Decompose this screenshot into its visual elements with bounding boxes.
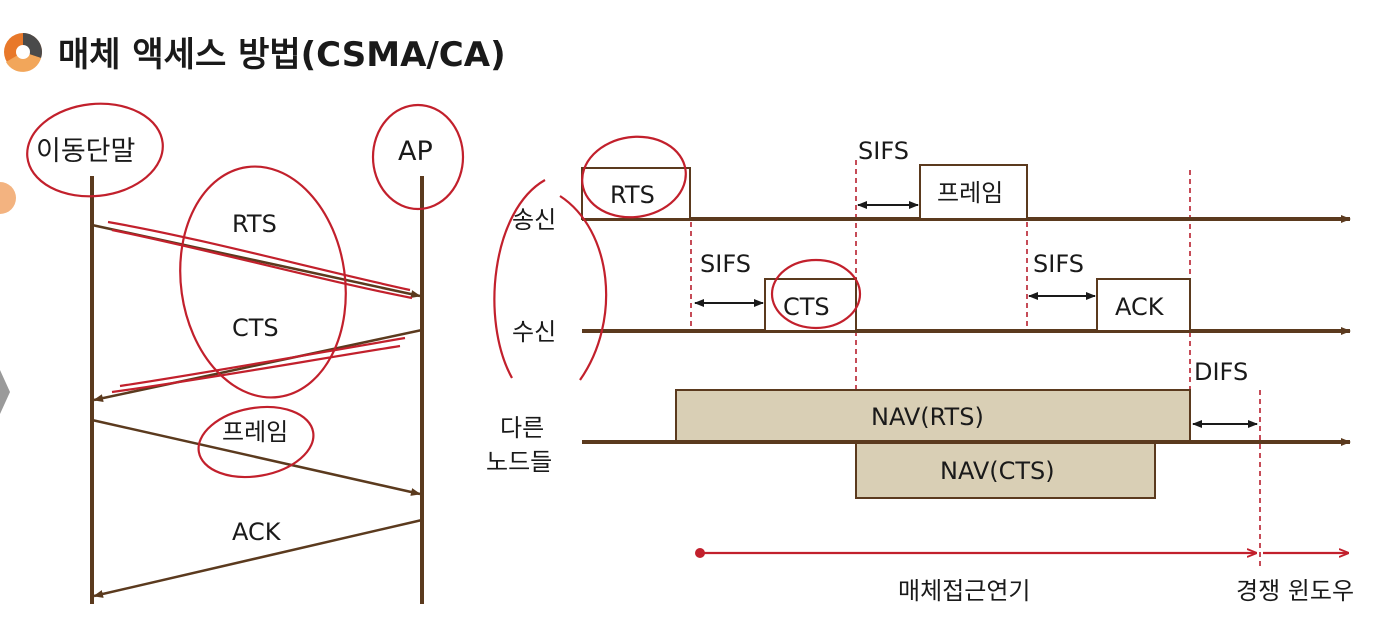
ack-message-arrow	[93, 518, 423, 598]
annotation-stroke-rts-1	[107, 220, 411, 292]
data-frame-label: 프레임	[937, 179, 1003, 207]
sifs-label-1: SIFS	[858, 137, 909, 165]
row-label-receiver: 수신	[512, 318, 556, 346]
annotation-circle-rts-box	[581, 135, 687, 219]
annotation-circle-rts-cts	[179, 165, 347, 399]
node-ap-label: AP	[398, 136, 433, 167]
sifs-label-2: SIFS	[700, 250, 751, 278]
nav-cts-box	[855, 441, 1156, 499]
nav-rts-label: NAV(RTS)	[871, 403, 984, 431]
rts-message-label: RTS	[232, 210, 277, 238]
difs-label: DIFS	[1194, 358, 1248, 386]
sifs-label-3: SIFS	[1033, 250, 1084, 278]
cts-message-arrow	[93, 328, 423, 403]
annotation-brace-rows-right	[559, 195, 608, 381]
ack-frame-label: ACK	[1115, 293, 1165, 321]
row-label-others-1: 다른	[500, 414, 544, 442]
annotation-brace-rows-left	[493, 179, 546, 379]
access-delay-label: 매체접근연기	[898, 577, 1030, 605]
nav-rts-box	[675, 389, 1191, 443]
left-sequence-diagram: 이동단말 AP RTS CTS 프레임 ACK	[36, 136, 433, 604]
rts-frame-label: RTS	[610, 181, 655, 209]
annotation-circle-ap	[371, 103, 465, 211]
data-frame-box	[919, 164, 1028, 220]
red-annotations	[26, 102, 862, 479]
ack-frame-box	[1096, 278, 1191, 332]
annotation-stroke-cts-2	[111, 344, 401, 394]
annotation-circle-mobile	[26, 102, 164, 198]
row-label-sender: 송신	[512, 206, 556, 234]
annotation-circle-frame	[197, 405, 315, 479]
annotation-circle-cts-box	[770, 258, 862, 330]
header: 매체 액세스 방법(CSMA/CA)	[4, 33, 506, 75]
nav-cts-label: NAV(CTS)	[940, 457, 1055, 485]
cts-frame-label: CTS	[783, 293, 830, 321]
annotation-stroke-cts-1	[119, 336, 406, 388]
contention-window-label: 경쟁 윈도우	[1236, 577, 1354, 605]
annotation-stroke-rts-2	[111, 228, 413, 300]
side-decorations	[0, 182, 16, 414]
node-mobile-label: 이동단말	[36, 136, 135, 167]
ack-message-label: ACK	[232, 518, 282, 546]
cts-message-label: CTS	[232, 314, 279, 342]
page-title: 매체 액세스 방법(CSMA/CA)	[58, 35, 506, 75]
right-timing-diagram: 송신 수신 다른 노드들 RTS 프레임 SIFS CTS ACK SIFS S…	[486, 137, 1354, 605]
frame-message-label: 프레임	[222, 418, 288, 446]
frame-message-arrow	[91, 418, 421, 496]
logo-icon	[4, 33, 42, 72]
row-label-others-2: 노드들	[486, 448, 552, 476]
